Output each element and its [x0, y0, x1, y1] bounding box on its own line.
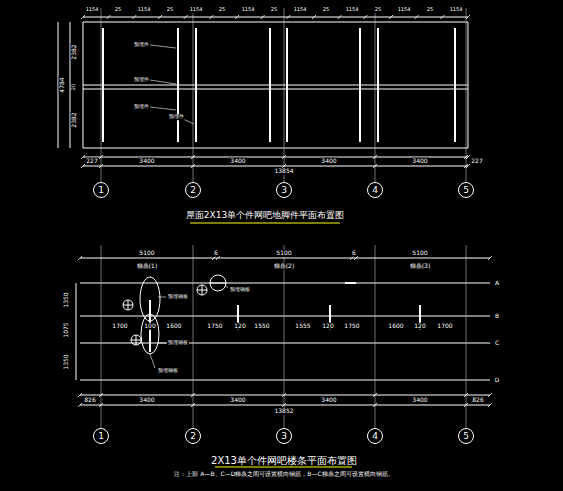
dimension-text: 13854 — [273, 168, 294, 175]
dimension-text: 1600 — [387, 323, 404, 330]
dimension-text: 1750 — [206, 323, 223, 330]
dimension-text: 1154 — [345, 7, 360, 13]
dimension-text: 100 — [143, 323, 156, 330]
axis-circle: 4 — [367, 182, 383, 198]
dimension-text: 6 — [213, 250, 219, 257]
dimension-text: 1350 — [63, 353, 70, 370]
axis-circle: 3 — [276, 182, 292, 198]
grid-letter: B — [494, 313, 500, 320]
axis-circle: 1 — [93, 428, 109, 444]
axis-number: 4 — [372, 432, 378, 441]
grid-letter: D — [494, 377, 501, 384]
callout-label: 预埋件 — [133, 42, 150, 48]
axis-circle: 5 — [458, 182, 474, 198]
callout-label: 梯条(2) — [273, 263, 296, 270]
dimension-text: 1700 — [436, 323, 453, 330]
axis-circle: 4 — [367, 428, 383, 444]
dimension-text: 25 — [270, 7, 278, 13]
callout-label: 梯条(1) — [136, 263, 159, 270]
axis-number: 3 — [281, 186, 287, 195]
drawing-title: 2X13单个件网吧楼条平面布置图 — [210, 455, 358, 466]
dimension-text: 25 — [374, 7, 382, 13]
dimension-text: 120 — [413, 323, 426, 330]
dimension-text: 1154 — [137, 7, 152, 13]
axis-circle: 2 — [185, 428, 201, 444]
dimension-text: 5100 — [138, 250, 155, 257]
axis-circle: 3 — [276, 428, 292, 444]
dimension-text: 1154 — [241, 7, 256, 13]
dimension-text: 2382 — [71, 111, 78, 128]
dimension-text: 3400 — [411, 158, 428, 165]
drawing-title: 屋面2X13单个件网吧地脚件平面布置图 — [185, 211, 345, 221]
dimension-text: 25 — [114, 7, 122, 13]
dimension-text: 1154 — [293, 7, 308, 13]
axis-circle: 2 — [185, 182, 201, 198]
dimension-text: 6 — [351, 250, 357, 257]
grid-letter: C — [494, 340, 500, 347]
dimension-text: 25 — [166, 7, 174, 13]
axis-circle: 1 — [93, 182, 109, 198]
dimension-text: 826 — [83, 397, 96, 404]
dimension-text: 3400 — [138, 397, 155, 404]
dimension-text: 1750 — [343, 323, 360, 330]
dimension-text: 3400 — [138, 158, 155, 165]
dimension-text: 1700 — [111, 323, 128, 330]
callout-label: 预埋钢板 — [229, 287, 251, 293]
dimension-text: 13852 — [273, 408, 294, 415]
dimension-text: 1350 — [63, 291, 70, 308]
dimension-text: 1075 — [63, 321, 70, 338]
dimension-text: 1154 — [397, 7, 412, 13]
dimension-text: 1154 — [189, 7, 204, 13]
axis-number: 2 — [190, 432, 196, 441]
dimension-text: 3400 — [411, 397, 428, 404]
dimension-text: 25 — [322, 7, 330, 13]
note-text: 注：上部 A—B、C—D梯条之间可设置横向钢筋，B—C梯条之间可设置横向钢筋。 — [173, 471, 394, 478]
dimension-text: 1555 — [294, 323, 311, 330]
dimension-text: 227 — [470, 158, 483, 165]
callout-label: 预埋件 — [133, 104, 150, 110]
axis-number: 5 — [463, 432, 469, 441]
dimension-text: 120 — [233, 323, 246, 330]
dimension-text: 1600 — [165, 323, 182, 330]
dimension-text: 5100 — [275, 250, 292, 257]
dimension-text: 20 — [71, 83, 77, 91]
axis-number: 2 — [190, 186, 196, 195]
dimension-text: 826 — [471, 397, 484, 404]
dimension-text: 2382 — [71, 43, 78, 60]
callout-label: 预埋钢板 — [167, 294, 189, 300]
dimension-text: 3400 — [229, 158, 246, 165]
callout-label: 预埋件 — [133, 77, 150, 83]
dimension-text: 3400 — [320, 158, 337, 165]
dimension-text: 4784 — [59, 76, 66, 93]
axis-circle: 5 — [458, 428, 474, 444]
dimension-text: 120 — [321, 323, 334, 330]
axis-number: 4 — [372, 186, 378, 195]
dimension-text: 1550 — [253, 323, 270, 330]
dimension-text: 1154 — [449, 7, 464, 13]
callout-label: 梯条(3) — [409, 263, 432, 270]
callout-label: 预埋钢板 — [167, 340, 189, 346]
dimension-text: 3400 — [320, 397, 337, 404]
dimension-text: 25 — [218, 7, 226, 13]
callout-label: 预埋件 — [168, 114, 185, 120]
dimension-text: 1154 — [85, 7, 100, 13]
callout-label: 预埋钢板 — [157, 368, 179, 374]
dimension-text: 3400 — [229, 397, 246, 404]
dimension-text: 25 — [426, 7, 434, 13]
axis-number: 5 — [463, 186, 469, 195]
grid-letter: A — [494, 280, 500, 287]
dimension-text: 227 — [85, 158, 98, 165]
axis-number: 1 — [98, 186, 104, 195]
axis-number: 3 — [281, 432, 287, 441]
dimension-text: 5100 — [411, 250, 428, 257]
axis-number: 1 — [98, 432, 104, 441]
